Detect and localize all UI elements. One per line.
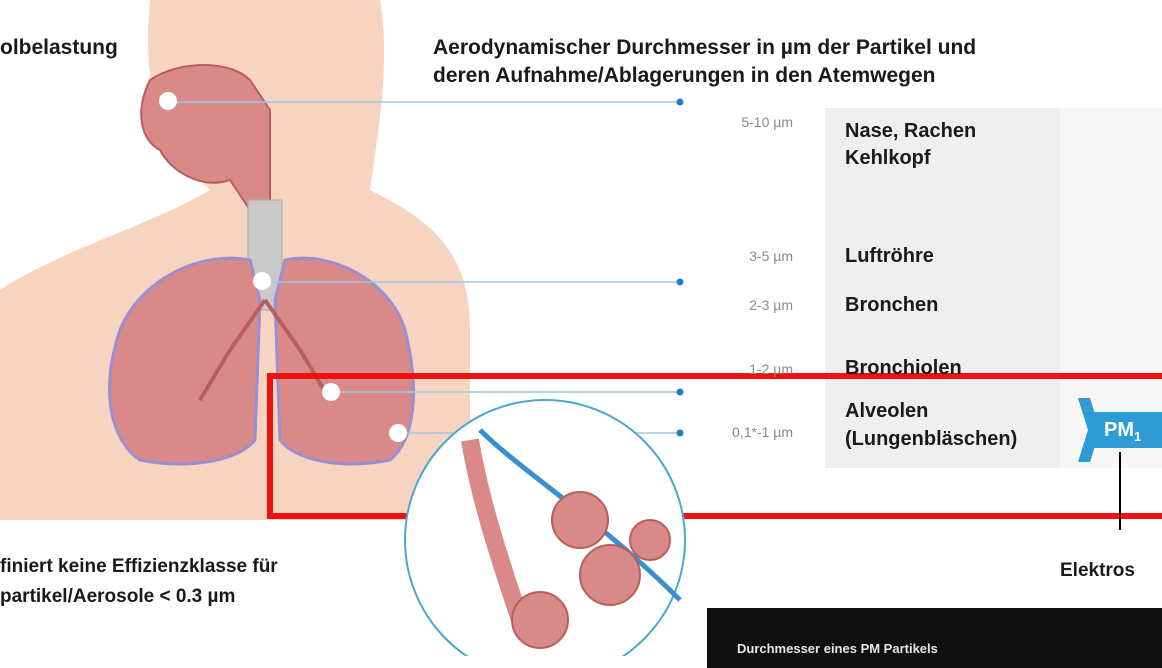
- pm-tag: PM1: [1092, 412, 1162, 448]
- size-label-bronchi: 2-3 µm: [683, 297, 793, 313]
- footer-bar: Durchmesser eines PM Partikels: [707, 608, 1162, 668]
- organ-label-bronchi: Bronchen: [845, 292, 938, 318]
- organ-label-nose: Nase, Rachen: [845, 118, 976, 144]
- footer-text: Durchmesser eines PM Partikels: [737, 641, 938, 656]
- marker-alveoli: [389, 424, 407, 442]
- note-line1: finiert keine Effizienzklasse für: [0, 552, 278, 582]
- organ-label-larynx: Kehlkopf: [845, 145, 931, 171]
- connector-dot: [677, 99, 684, 106]
- right-title-line1: Aerodynamischer Durchmesser in µm der Pa…: [433, 34, 976, 61]
- pm-tag-text: PM: [1104, 419, 1134, 441]
- left-title: olbelastung: [0, 34, 118, 61]
- marker-trachea: [253, 272, 271, 290]
- organ-label-bronchioles: Bronchiolen: [845, 355, 962, 381]
- size-label-alveoli: 0,1*-1 µm: [683, 424, 793, 440]
- right-title-line2: deren Aufnahme/Ablagerungen in den Atemw…: [433, 62, 936, 89]
- organ-label-alveoli: Alveolen: [845, 398, 928, 424]
- size-label-trachea: 3-5 µm: [683, 248, 793, 264]
- elektro-label: Elektros: [1060, 560, 1135, 582]
- nasal-cavity: [141, 65, 270, 210]
- marker-nose: [159, 92, 177, 110]
- size-label-bronchioles: 1-2 µm: [683, 361, 793, 377]
- connector-dot: [677, 389, 684, 396]
- note-line2: partikel/Aerosole < 0.3 µm: [0, 582, 235, 612]
- organ-label-trachea: Luftröhre: [845, 243, 934, 269]
- pm-tag-subscript: 1: [1134, 429, 1141, 444]
- size-label-nose: 5-10 µm: [683, 114, 793, 130]
- organ-label-alveoli-sub: (Lungenbläschen): [845, 426, 1017, 452]
- connector-dot: [677, 279, 684, 286]
- marker-bronchiole: [322, 383, 340, 401]
